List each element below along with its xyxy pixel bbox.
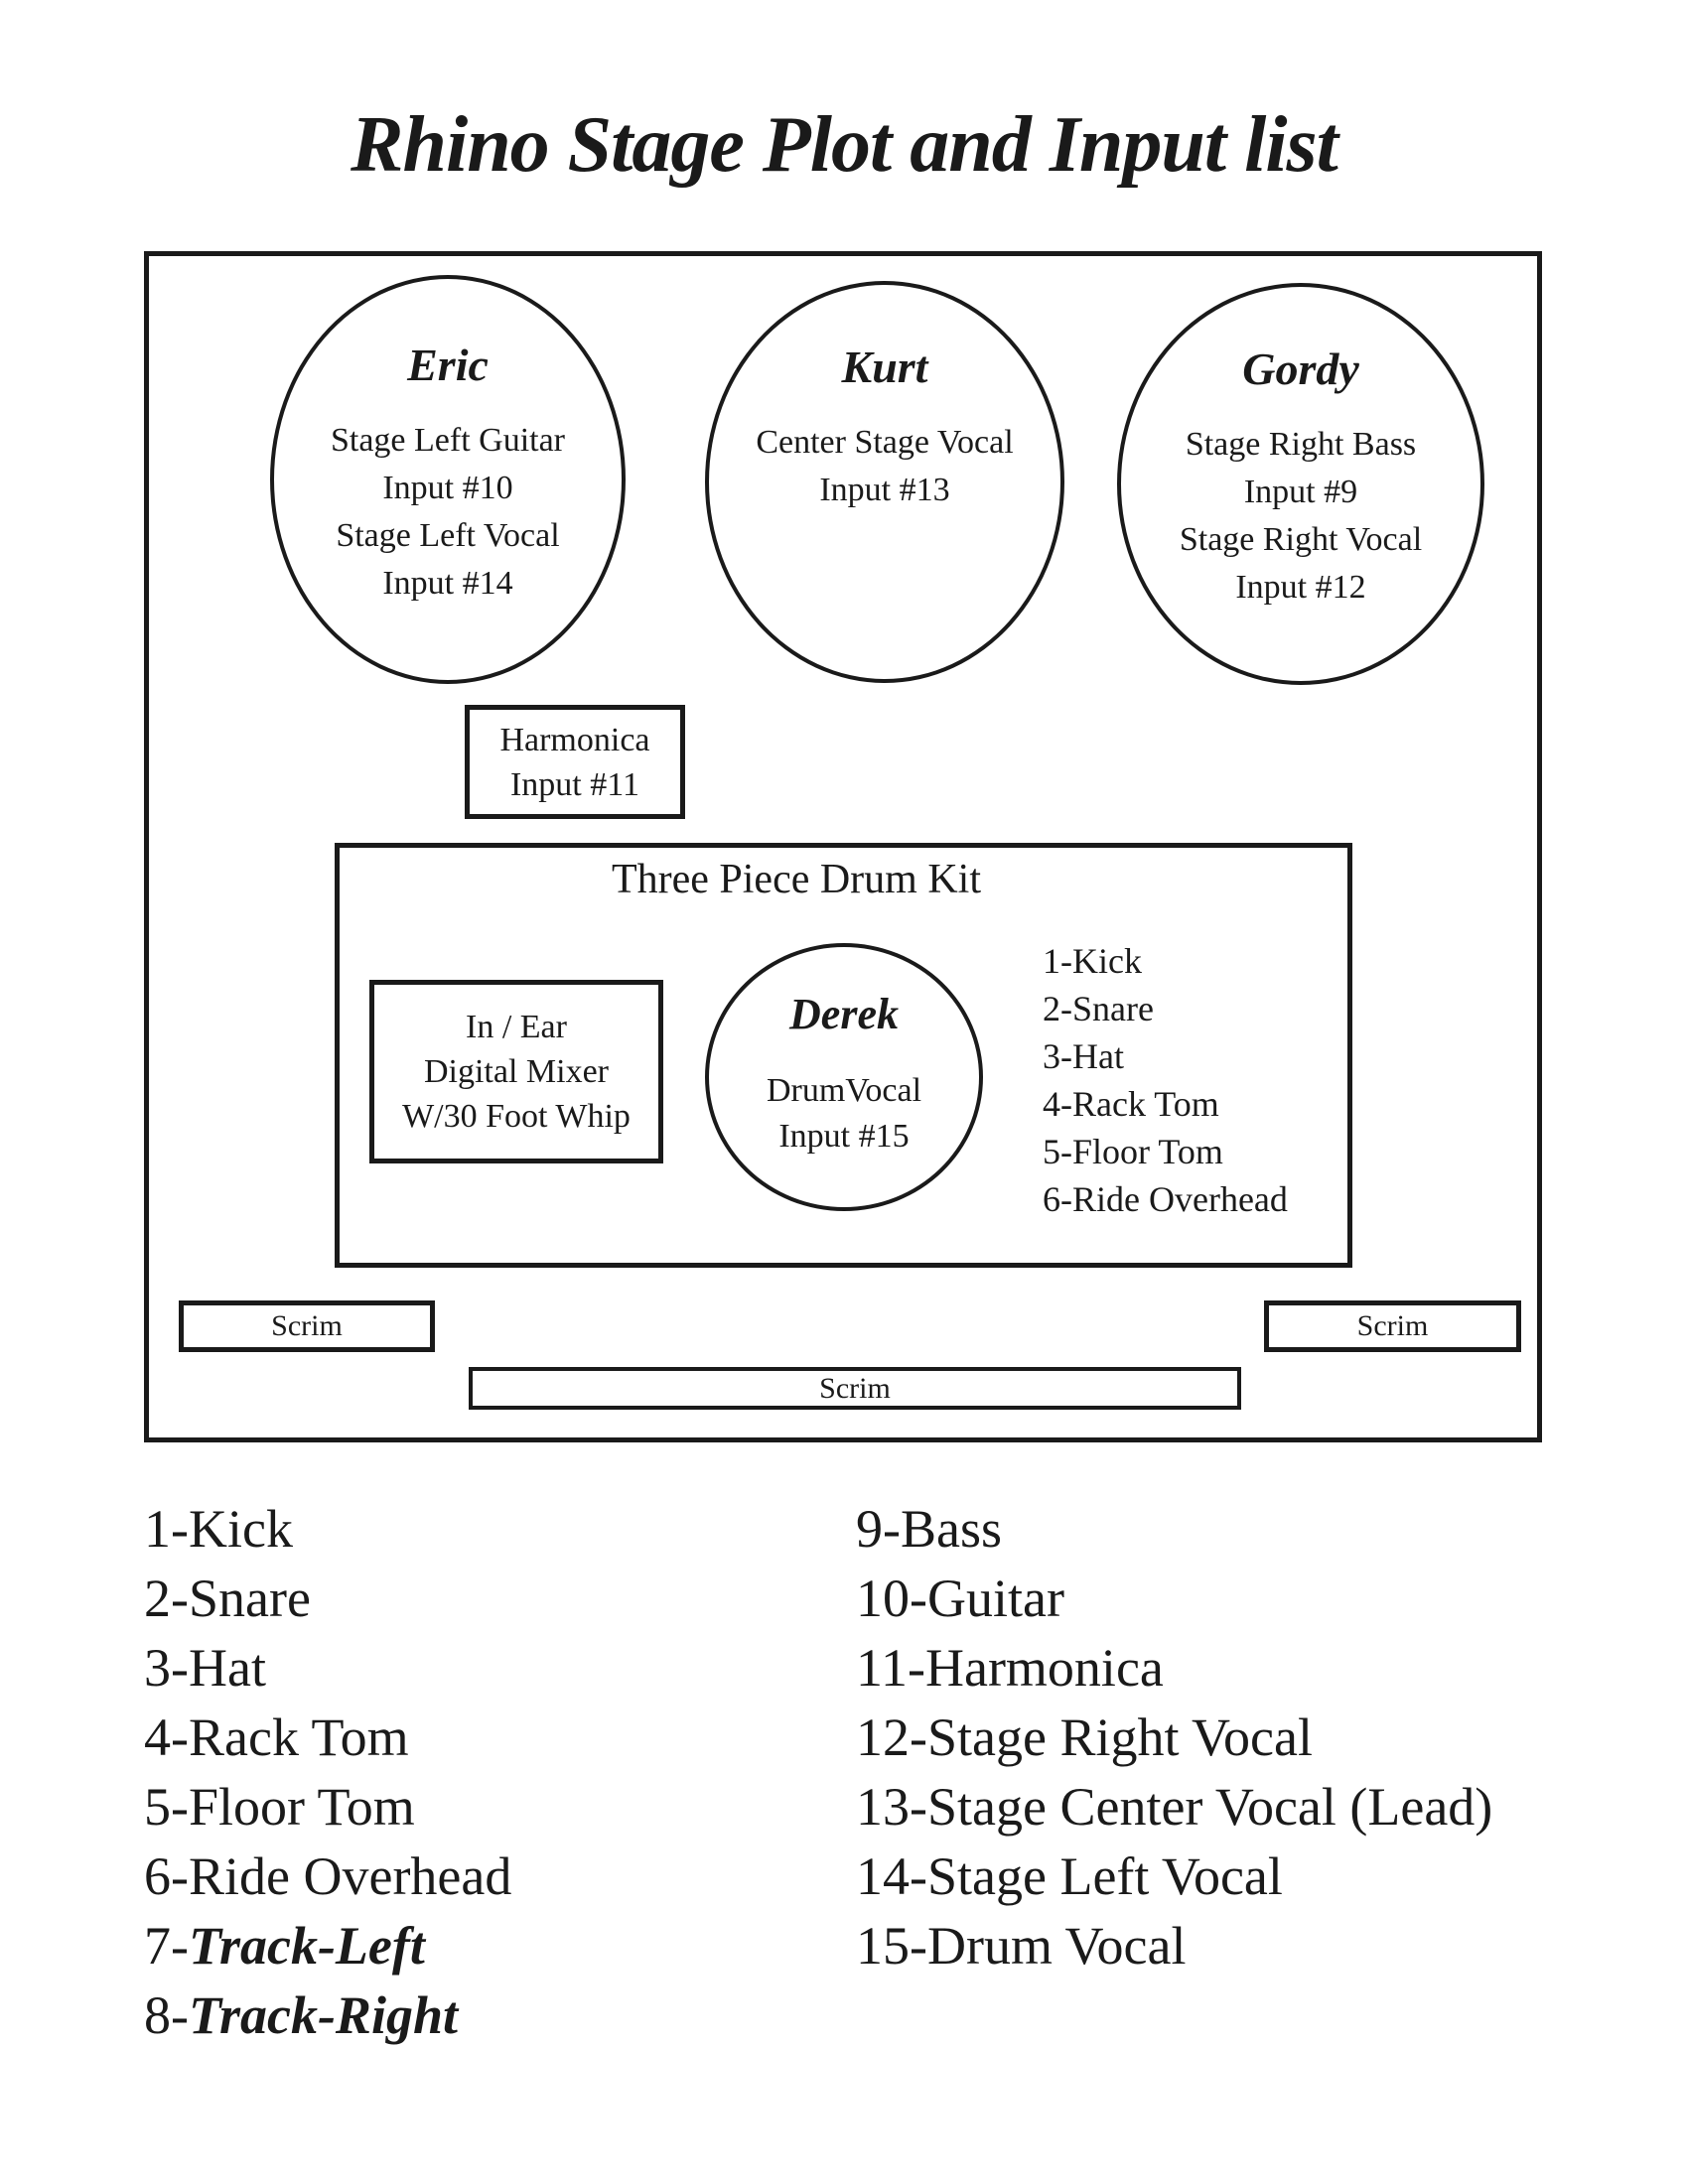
- input-label: Snare: [188, 1569, 311, 1628]
- input-list-item: 6-Ride Overhead: [144, 1842, 839, 1911]
- input-label: Guitar: [926, 1569, 1064, 1628]
- input-number: 14-: [856, 1846, 927, 1906]
- input-number: 7-: [144, 1916, 189, 1976]
- input-label: Track-Right: [188, 1985, 458, 2045]
- drum-mic-item: 3-Hat: [1043, 1036, 1124, 1076]
- input-label: Track-Left: [188, 1916, 425, 1976]
- scrim-box-left: Scrim: [179, 1300, 435, 1352]
- monitor-line: Digital Mixer: [423, 1053, 610, 1090]
- performer-name: Gordy: [1242, 343, 1359, 394]
- input-label: Hat: [188, 1638, 266, 1698]
- performer-name: Eric: [407, 340, 489, 390]
- input-label: Bass: [900, 1499, 1002, 1559]
- input-label: Stage Right Vocal: [926, 1707, 1313, 1767]
- input-label: Kick: [188, 1499, 293, 1559]
- drum-kit-title: Three Piece Drum Kit: [611, 857, 982, 902]
- monitor-mixer-box: In / Ear Digital Mixer W/30 Foot Whip: [369, 980, 663, 1163]
- scrim-box-right: Scrim: [1264, 1300, 1521, 1352]
- input-number: 5-: [144, 1777, 189, 1837]
- performer-line: DrumVocal: [766, 1072, 922, 1110]
- input-list-item: 2-Snare: [144, 1564, 839, 1633]
- performer-line: Input #9: [1243, 473, 1358, 510]
- harmonica-box: Harmonica Input #11: [465, 705, 685, 819]
- input-number: 2-: [144, 1569, 189, 1628]
- input-label: Drum Vocal: [926, 1916, 1187, 1976]
- input-number: 6-: [144, 1846, 189, 1906]
- input-list-item: 10-Guitar: [856, 1564, 1551, 1633]
- performer-ellipse-derek: Derek DrumVocal Input #15: [705, 943, 983, 1211]
- drum-mic-list: 1-Kick 2-Snare 3-Hat 4-Rack Tom 5-Floor Tom 6…: [1043, 937, 1360, 1223]
- performer-line: Stage Left Guitar: [330, 421, 566, 459]
- drum-kit-box: [335, 843, 1352, 1268]
- input-list-item: 15-Drum Vocal: [856, 1911, 1551, 1980]
- performer-line: Input #14: [382, 564, 513, 602]
- input-list-item: 11-Harmonica: [856, 1633, 1551, 1703]
- drum-mic-item: 4-Rack Tom: [1043, 1084, 1219, 1124]
- performer-name: Derek: [789, 990, 899, 1038]
- input-list-item: 3-Hat: [144, 1633, 839, 1703]
- performer-ellipse-kurt: Kurt Center Stage Vocal Input #13: [705, 281, 1064, 683]
- input-number: 12-: [856, 1707, 927, 1767]
- monitor-line: In / Ear: [466, 1009, 567, 1045]
- drum-mic-item: 1-Kick: [1043, 941, 1142, 981]
- input-list-item: 9-Bass: [856, 1494, 1551, 1564]
- performer-line: Stage Right Vocal: [1179, 520, 1423, 558]
- input-number: 8-: [144, 1985, 189, 2045]
- performer-line: Input #12: [1235, 568, 1366, 606]
- input-label: Harmonica: [924, 1638, 1164, 1698]
- input-list-left-column: 1-Kick 2-Snare 3-Hat 4-Rack Tom 5-Floor …: [144, 1494, 839, 2050]
- input-number: 13-: [856, 1777, 927, 1837]
- input-number: 9-: [856, 1499, 901, 1559]
- drum-mic-item: 2-Snare: [1043, 989, 1154, 1028]
- input-list-right-column: 9-Bass 10-Guitar 11-Harmonica 12-Stage R…: [856, 1494, 1551, 1980]
- performer-line: Input #15: [778, 1118, 910, 1156]
- input-label: Stage Center Vocal (Lead): [926, 1777, 1493, 1837]
- performer-line: Input #13: [819, 471, 950, 508]
- performer-line: Center Stage Vocal: [756, 423, 1014, 461]
- performer-line: Stage Right Bass: [1185, 425, 1417, 463]
- input-label: Rack Tom: [188, 1707, 409, 1767]
- input-number: 1-: [144, 1499, 189, 1559]
- monitor-line: W/30 Foot Whip: [402, 1098, 631, 1135]
- input-list-item: 8-Track-Right: [144, 1980, 839, 2050]
- performer-line: Input #10: [382, 469, 513, 506]
- input-label: Floor Tom: [188, 1777, 415, 1837]
- drum-mic-item: 5-Floor Tom: [1043, 1132, 1223, 1171]
- input-label: Ride Overhead: [188, 1846, 512, 1906]
- harmonica-input: Input #11: [509, 765, 639, 803]
- harmonica-label: Harmonica: [499, 721, 650, 758]
- scrim-box-center: Scrim: [469, 1367, 1241, 1410]
- input-number: 4-: [144, 1707, 189, 1767]
- input-label: Stage Left Vocal: [926, 1846, 1283, 1906]
- input-list-item: 14-Stage Left Vocal: [856, 1842, 1551, 1911]
- input-list-item: 7-Track-Left: [144, 1911, 839, 1980]
- input-number: 15-: [856, 1916, 927, 1976]
- page-title: Rhino Stage Plot and Input list: [351, 101, 1338, 189]
- performer-ellipse-gordy: Gordy Stage Right Bass Input #9 Stage Ri…: [1117, 283, 1484, 685]
- input-list-item: 1-Kick: [144, 1494, 839, 1564]
- input-number: 10-: [856, 1569, 927, 1628]
- input-list-item: 12-Stage Right Vocal: [856, 1703, 1551, 1772]
- input-number: 3-: [144, 1638, 189, 1698]
- stage-outline: [144, 251, 1542, 1442]
- performer-line: Stage Left Vocal: [336, 516, 560, 554]
- input-list-item: 13-Stage Center Vocal (Lead): [856, 1772, 1551, 1842]
- performer-name: Kurt: [841, 341, 928, 392]
- performer-ellipse-eric: Eric Stage Left Guitar Input #10 Stage L…: [270, 275, 626, 684]
- input-list-item: 4-Rack Tom: [144, 1703, 839, 1772]
- input-number: 11-: [856, 1638, 925, 1698]
- drum-mic-item: 6-Ride Overhead: [1043, 1179, 1288, 1219]
- input-list-item: 5-Floor Tom: [144, 1772, 839, 1842]
